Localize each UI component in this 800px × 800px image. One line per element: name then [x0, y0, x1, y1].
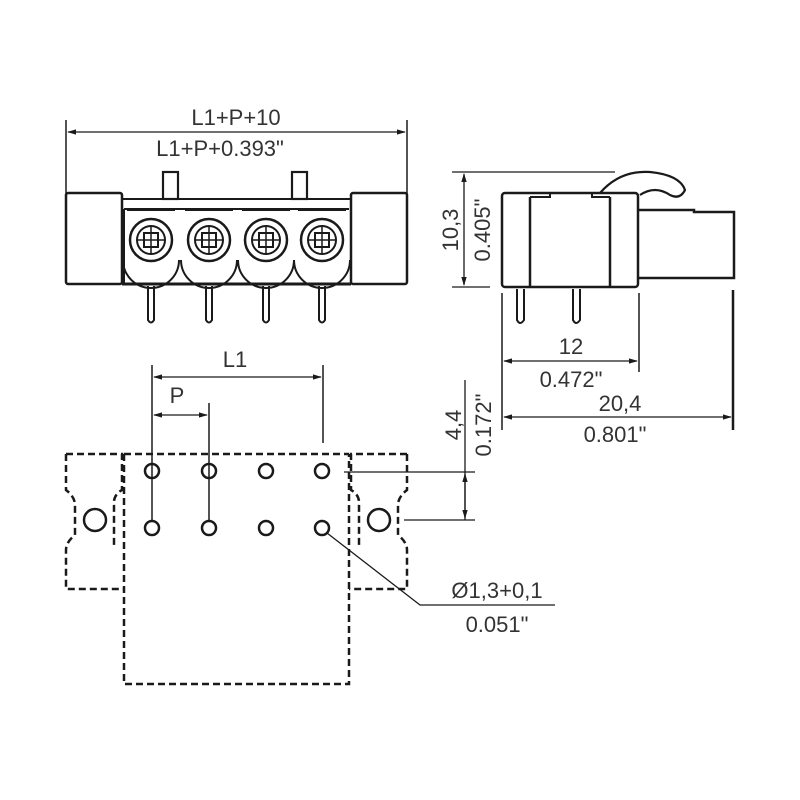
width-dim-metric: L1+P+10 [191, 105, 280, 130]
wire-entry [638, 208, 736, 280]
footprint-view: L1 P 4,4 [64, 347, 555, 686]
front-view: L1+P+10 L1+P+0.393" [64, 105, 409, 324]
pitch-label: P [170, 383, 185, 408]
hole-leader-line [326, 532, 555, 606]
row-offset-inch: 0.172" [471, 394, 496, 457]
right-end-block [349, 191, 409, 286]
pin-span-inch: 0.472" [540, 367, 603, 392]
screw-terminals [122, 209, 351, 289]
left-end-block [64, 191, 124, 286]
pcb-holes [82, 462, 392, 537]
pin-span-metric: 12 [559, 334, 583, 359]
l1-label: L1 [223, 347, 247, 372]
release-lever [599, 170, 687, 198]
depth-metric: 20,4 [599, 391, 642, 416]
pins [147, 286, 326, 324]
row-offset-metric: 4,4 [441, 410, 466, 441]
depth-inch: 0.801" [584, 422, 647, 447]
height-dim-metric: 10,3 [438, 209, 463, 252]
hole-dia-inch: 0.051" [466, 612, 529, 637]
side-view: 10,3 0.405" 12 0.472" 20,4 0.801" [438, 170, 736, 447]
height-dim-inch: 0.405" [470, 199, 495, 262]
width-dim-inch: L1+P+0.393" [156, 136, 284, 161]
hole-dia-metric: Ø1,3+0,1 [451, 578, 542, 603]
